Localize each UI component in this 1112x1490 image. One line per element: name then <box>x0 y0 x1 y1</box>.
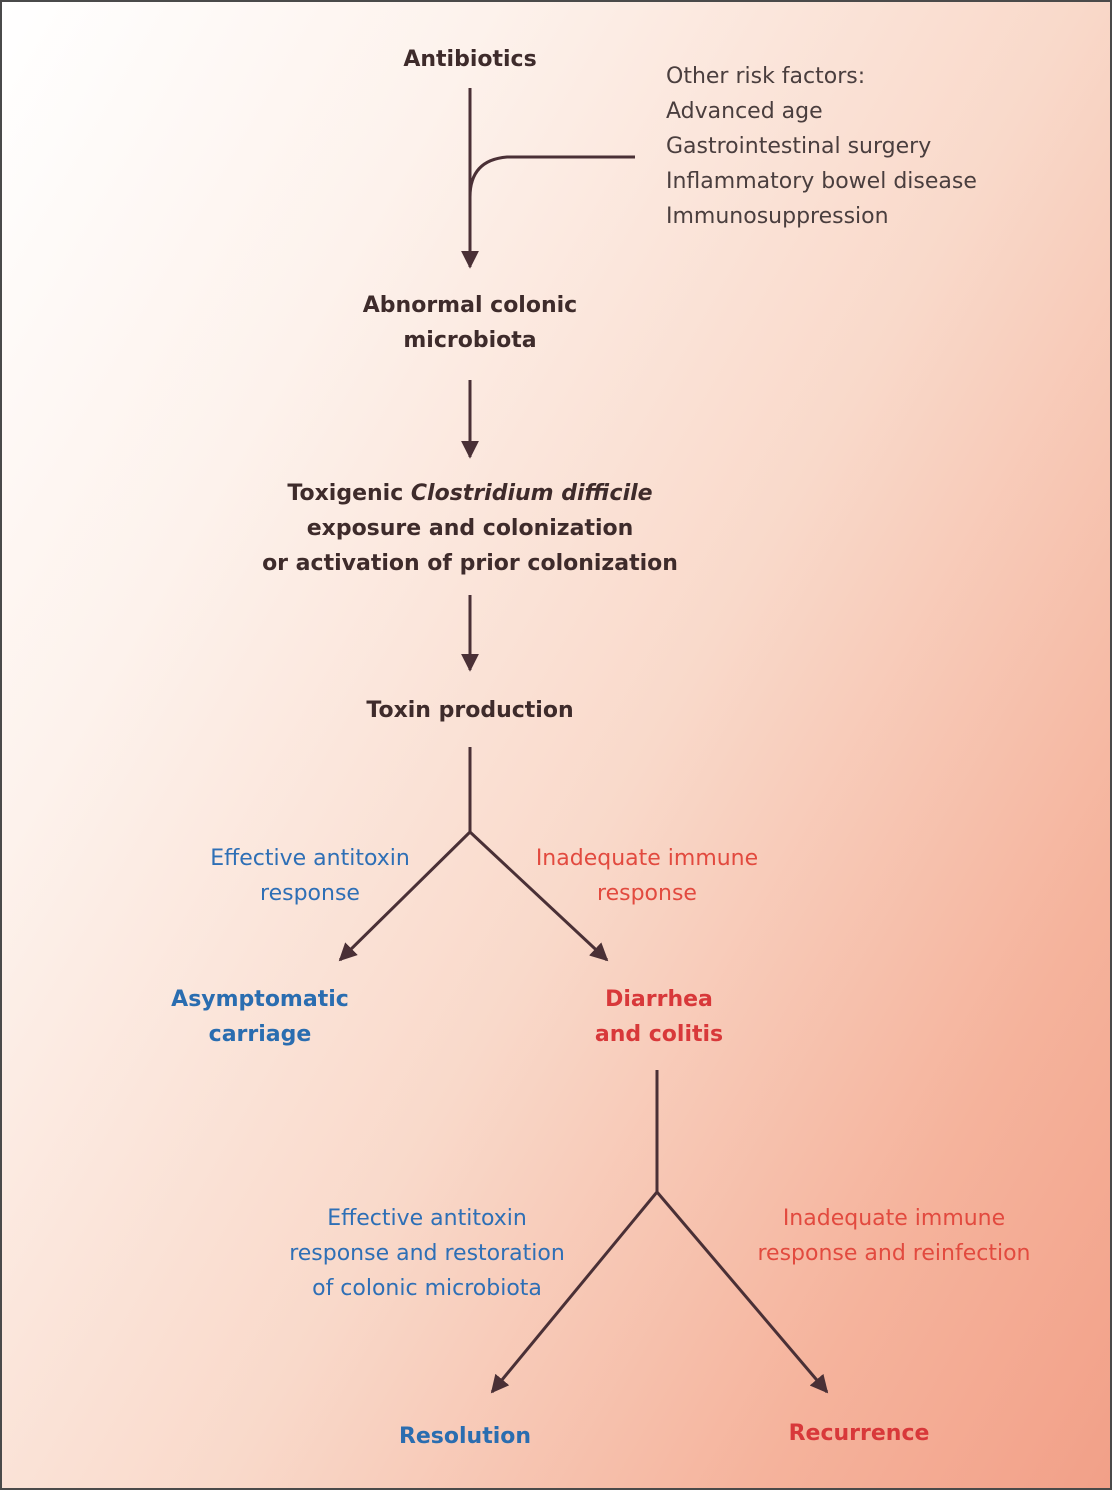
asymptomatic-line-2: carriage <box>208 1022 312 1047</box>
diarrhea-line-1: Diarrhea <box>605 987 713 1012</box>
arrow-to-recurrence <box>655 1191 829 1394</box>
abnormal-line-1: Abnormal colonic <box>362 293 578 318</box>
recurrence-label: Recurrence <box>788 1421 930 1446</box>
node-recurrence: Recurrence <box>759 1416 959 1451</box>
node-resolution: Resolution <box>365 1419 565 1454</box>
arrow-to-resolution <box>490 1191 659 1394</box>
edge-inadequate-immune-1: Inadequate immune response <box>507 841 787 911</box>
toxigenic-line-1: Toxigenic Clostridium difficile <box>220 476 720 511</box>
toxin-label: Toxin production <box>366 698 574 723</box>
edge-inadequate-2-line-2: response and reinfection <box>757 1241 1031 1266</box>
node-diarrhea-colitis: Diarrhea and colitis <box>559 982 759 1052</box>
node-toxin-production: Toxin production <box>320 693 620 728</box>
edge-effective-1-line-1: Effective antitoxin <box>210 846 410 871</box>
toxigenic-prefix: Toxigenic <box>287 481 411 506</box>
edge-inadequate-2-line-1: Inadequate immune <box>782 1206 1006 1231</box>
node-abnormal-microbiota: Abnormal colonic microbiota <box>320 288 620 358</box>
asymptomatic-line-1: Asymptomatic <box>171 987 349 1012</box>
diarrhea-line-2: and colitis <box>594 1022 724 1047</box>
risk-factor-item: Inflammatory bowel disease <box>666 169 977 194</box>
toxigenic-line-2: exposure and colonization <box>306 516 634 541</box>
node-asymptomatic-carriage: Asymptomatic carriage <box>150 982 370 1052</box>
toxigenic-line-3: or activation of prior colonization <box>262 551 678 576</box>
edge-inadequate-1-line-2: response <box>597 881 697 906</box>
resolution-label: Resolution <box>398 1424 532 1449</box>
edge-effective-2-line-1: Effective antitoxin <box>327 1206 527 1231</box>
arrow-to-diarrhea <box>468 830 609 962</box>
risk-factor-item: Advanced age <box>666 99 823 124</box>
edge-effective-1-line-2: response <box>260 881 360 906</box>
edge-effective-2-line-3: of colonic microbiota <box>312 1276 542 1301</box>
edge-inadequate-immune-2: Inadequate immune response and reinfecti… <box>732 1201 1056 1271</box>
edge-effective-antitoxin-1: Effective antitoxin response <box>180 841 440 911</box>
risk-factors-heading: Other risk factors: <box>666 64 866 89</box>
risk-factor-item: Gastrointestinal surgery <box>666 134 932 159</box>
arrow-to-asymptomatic <box>338 830 472 962</box>
edge-effective-2-line-2: response and restoration <box>289 1241 565 1266</box>
risk-factors-connector <box>468 155 635 198</box>
edge-inadequate-1-line-1: Inadequate immune <box>535 846 759 871</box>
risk-factor-item: Immunosuppression <box>666 204 889 229</box>
abnormal-line-2: microbiota <box>403 328 537 353</box>
antibiotics-label: Antibiotics <box>403 47 537 72</box>
edge-effective-antitoxin-2: Effective antitoxin response and restora… <box>267 1201 587 1306</box>
node-antibiotics: Antibiotics <box>370 42 570 77</box>
node-toxigenic-exposure: Toxigenic Clostridium difficile exposure… <box>220 476 720 581</box>
risk-factors-box: Other risk factors: Advanced age Gastroi… <box>666 59 977 234</box>
toxigenic-organism: Clostridium difficile <box>410 481 653 506</box>
